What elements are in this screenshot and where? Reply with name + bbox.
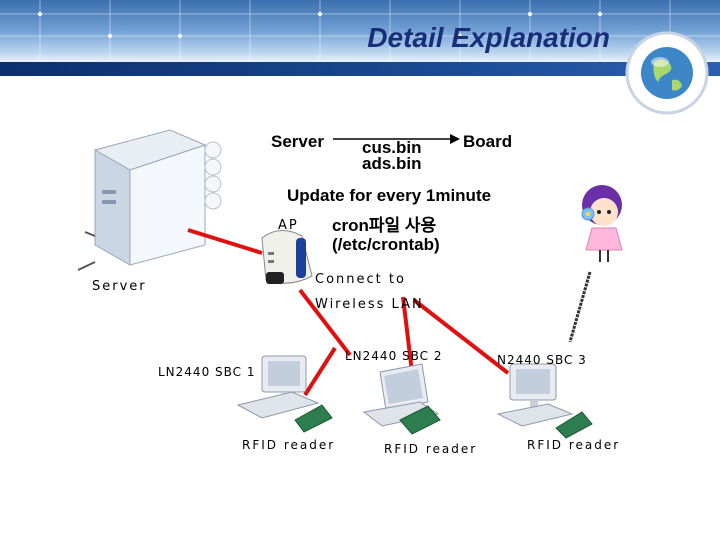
transfer-arrow [333,134,460,144]
access-point-icon [261,230,313,284]
globe-icon [625,31,709,115]
file-name-1: cus.bin [362,138,422,157]
rfid-label-2: RFID reader [384,442,478,456]
header-grid-pattern [0,0,720,66]
page-title: Detail Explanation [367,22,610,53]
dashed-link [568,271,592,343]
sbc2-label: LN2440 SBC 2 [345,349,443,363]
rfid-label-1: RFID reader [242,438,336,452]
file-name-2: ads.bin [362,154,422,173]
update-line-1: Update for every 1minute [287,186,492,205]
network-server-label: Server [92,279,147,294]
rfid-label-3: RFID reader [527,438,621,452]
update-line-3: (/etc/crontab) [332,235,440,254]
sbc3-label: N2440 SBC 3 [497,353,587,367]
header-background [0,0,720,66]
sbc2-laptop-icon [362,363,441,435]
header-bar [0,62,720,76]
character-icon [581,185,623,262]
update-line-2: cron파일 사용 [332,216,437,235]
sbc3-computer-icon [496,363,593,439]
flow-board-label: Board [463,132,513,151]
sbc1-label: LN2440 SBC 1 [158,365,256,379]
sbc1-computer-icon [236,355,333,433]
connect-line-2: Wireless LAN [315,297,424,312]
ap-label: AP [278,218,299,233]
flow-server-label: Server [271,132,324,151]
connect-line-1: Connect to [315,272,406,287]
server-icon [77,129,207,271]
network-links [187,228,510,397]
server-service-icons [204,141,222,210]
